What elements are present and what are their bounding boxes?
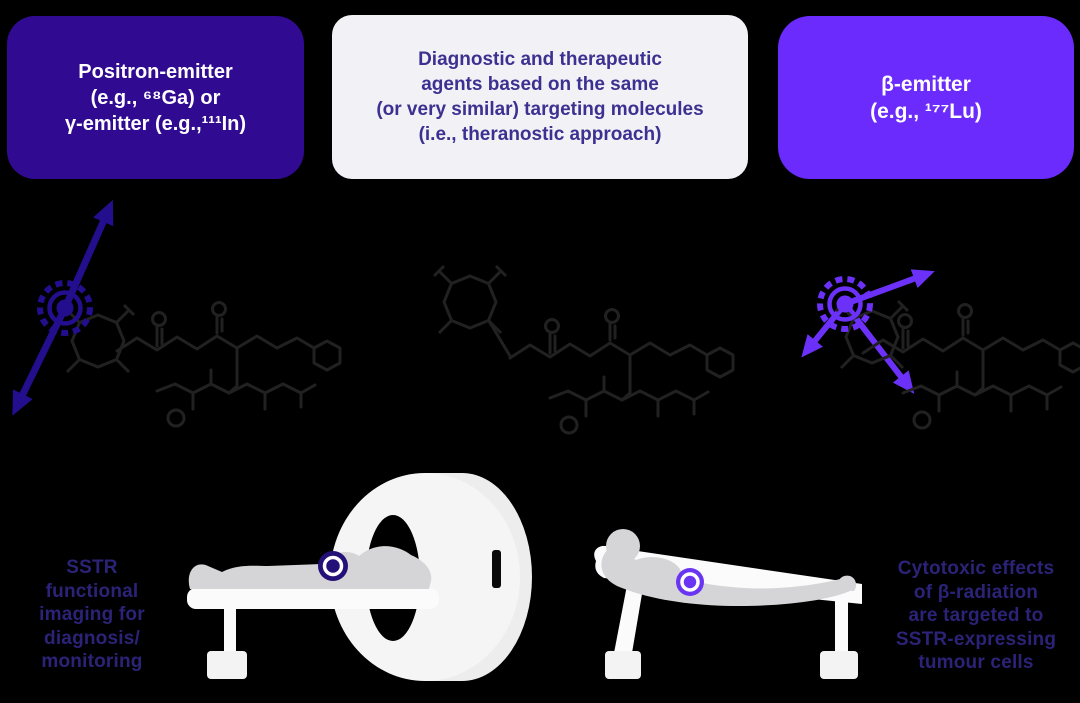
beta-emitter-box: β-emitter (e.g., ¹⁷⁷Lu) bbox=[778, 16, 1074, 179]
box-text-line: (e.g., ¹⁷⁷Lu) bbox=[870, 99, 982, 123]
box-text-line: Diagnostic and therapeutic bbox=[418, 49, 662, 70]
tracer-marker-therapy bbox=[676, 568, 704, 596]
theranostic-approach-box: Diagnostic and therapeutic agents based … bbox=[332, 15, 748, 179]
caption-line: diagnosis/ bbox=[44, 627, 140, 649]
caption-line: are targeted to bbox=[908, 605, 1044, 626]
box-text-line: (i.e., theranostic approach) bbox=[418, 124, 662, 145]
caption-line: imaging for bbox=[39, 604, 145, 625]
tracer-marker-diagnostic bbox=[318, 551, 348, 581]
caption-line: Cytotoxic effects bbox=[897, 558, 1055, 579]
box-text-line: Positron-emitter bbox=[78, 60, 233, 83]
caption-line: SSTR-expressing bbox=[895, 628, 1057, 650]
box-text-line: (e.g., ⁶⁸Ga) or bbox=[90, 86, 221, 109]
patient-silhouette-therapy bbox=[601, 529, 857, 606]
caption-line: tumour cells bbox=[918, 652, 1034, 673]
caption-line: SSTR bbox=[66, 557, 118, 578]
therapeutic-radioligand-structure bbox=[801, 269, 1080, 430]
box-text-line: agents based on the same bbox=[421, 74, 659, 95]
theranostic-ligand-structure bbox=[432, 264, 735, 435]
radiation-burst-icon-beta bbox=[801, 269, 935, 394]
therapy-caption: Cytotoxic effects of β-radiation are tar… bbox=[880, 557, 1072, 675]
box-text-line: β-emitter bbox=[881, 72, 971, 96]
scan-table bbox=[187, 588, 439, 679]
diagnostic-caption: SSTR functional imaging for diagnosis/ m… bbox=[8, 556, 176, 674]
positron-gamma-emitter-box: Positron-emitter (e.g., ⁶⁸Ga) or γ-emitt… bbox=[7, 16, 304, 179]
caption-line: monitoring bbox=[41, 651, 143, 672]
radiation-burst-icon-gamma bbox=[12, 199, 114, 416]
patient-silhouette-diagnostic bbox=[188, 546, 432, 589]
caption-line: functional bbox=[45, 580, 139, 602]
box-text-line: γ-emitter (e.g.,¹¹¹In) bbox=[64, 112, 247, 135]
gantry-slot bbox=[492, 550, 501, 588]
caption-line: of β-radiation bbox=[913, 581, 1039, 603]
diagnostic-radioligand-structure bbox=[12, 199, 342, 428]
box-text-line: (or very similar) targeting molecules bbox=[376, 99, 704, 120]
